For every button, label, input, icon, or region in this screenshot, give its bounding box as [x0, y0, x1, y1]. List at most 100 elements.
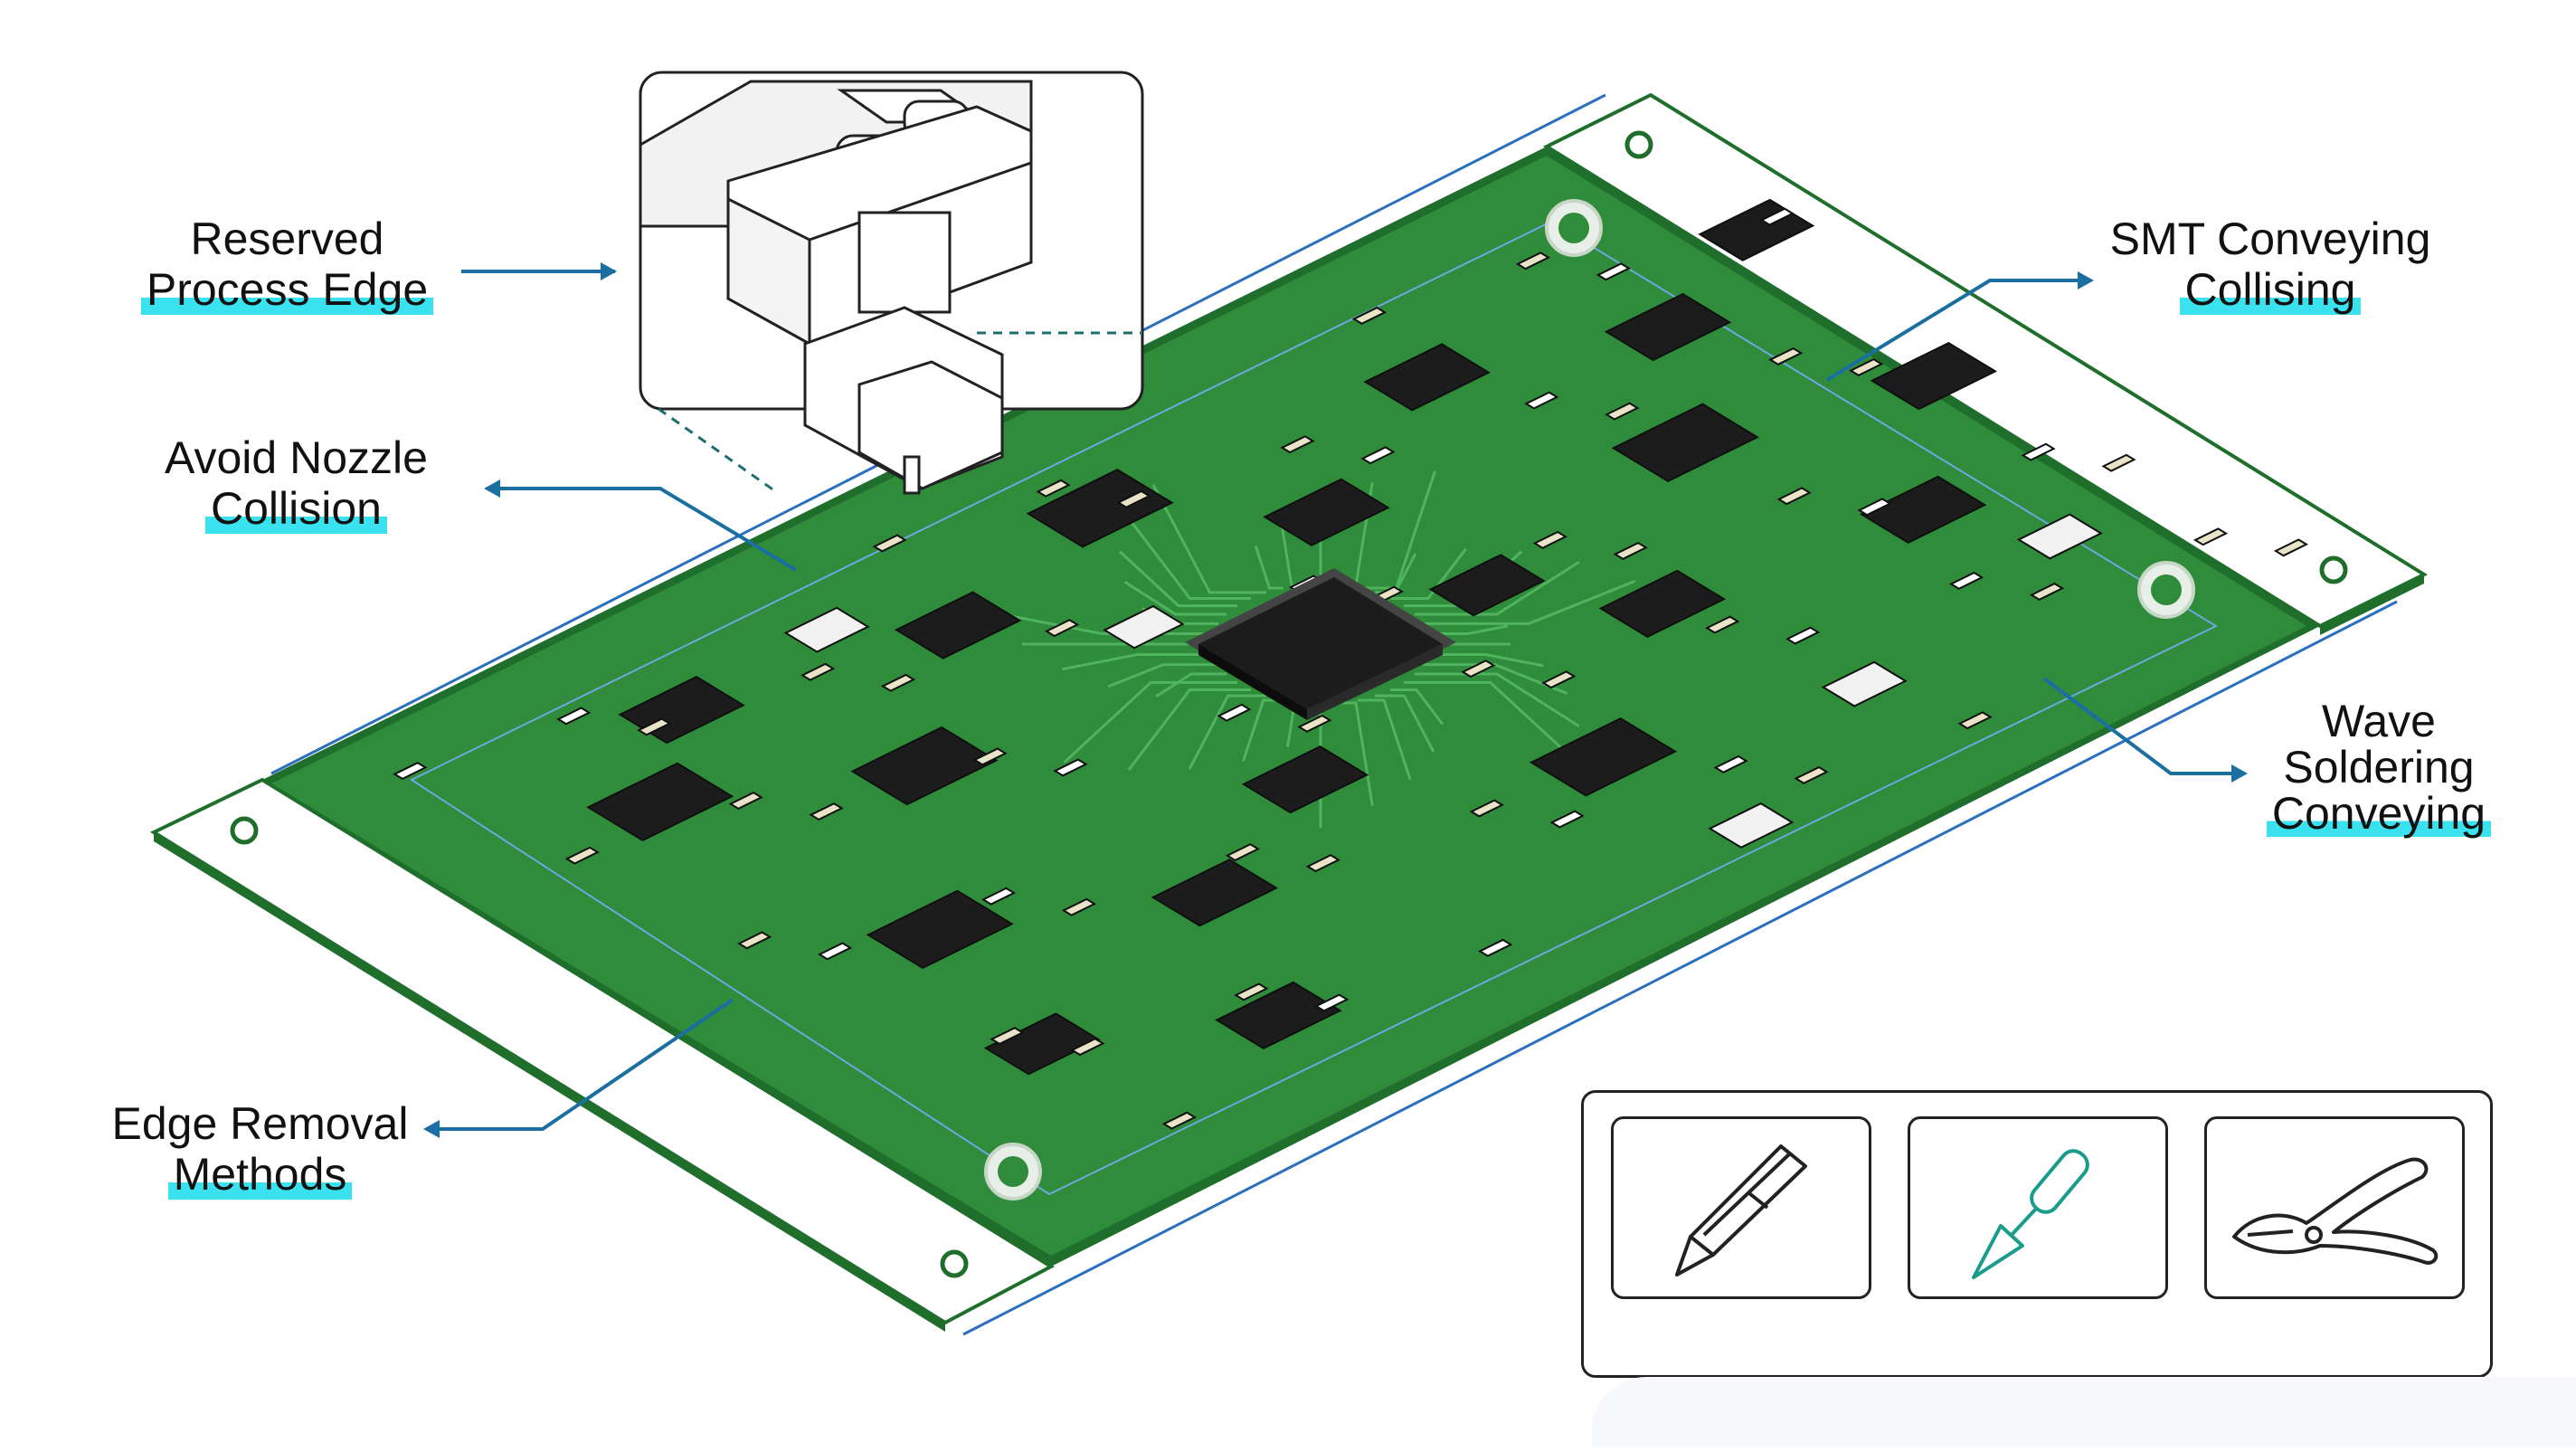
ic-chip-13 — [1598, 569, 1727, 638]
passive-35-top — [1776, 487, 1812, 506]
ic-chip-13-top — [1598, 569, 1727, 638]
passive-18-top — [1549, 810, 1585, 829]
ic-chip-2-top — [850, 726, 999, 806]
passive-30-top — [556, 707, 592, 726]
copper-traces — [990, 470, 1636, 829]
passive-17-top — [1305, 854, 1340, 873]
passive-26 — [1541, 670, 1577, 689]
passive-7 — [2101, 453, 2136, 472]
passive-58 — [2192, 527, 2229, 546]
passive-14 — [1849, 358, 1884, 376]
passive-50 — [1515, 251, 1551, 270]
screwdriver-icon — [1972, 1149, 2089, 1279]
passive-32 — [1044, 619, 1080, 638]
passive-45-top — [980, 887, 1017, 906]
passive-20 — [1351, 306, 1387, 325]
passive-51 — [1759, 207, 1795, 226]
passive-48-top — [1713, 754, 1748, 773]
passive-9-top — [1314, 993, 1350, 1012]
passive-47-top — [1469, 799, 1504, 818]
capacitor-2-top — [1821, 660, 1908, 707]
passive-52 — [728, 792, 763, 810]
passive-43 — [1768, 346, 1804, 365]
ic-chip-5-top — [1263, 478, 1390, 546]
passive-13 — [1605, 402, 1640, 421]
passive-32-top — [1044, 619, 1080, 638]
board-inner-outline — [409, 220, 2219, 1196]
passive-38-top — [1234, 982, 1269, 1001]
passive-0 — [393, 762, 428, 781]
label-edge-removal-methods: Edge Removal Methods — [111, 1098, 409, 1200]
passive-47 — [1469, 799, 1504, 818]
capacitor-4 — [1708, 802, 1795, 849]
capacitor-1-top — [1103, 604, 1185, 650]
trace-17 — [1062, 652, 1214, 671]
ic-chip-2 — [850, 726, 999, 806]
trace-15 — [1155, 672, 1227, 698]
passive-46 — [1225, 843, 1261, 862]
passive-6 — [1857, 498, 1892, 517]
edge-removal-tools-panel — [1581, 1090, 2493, 1378]
passive-23 — [809, 802, 844, 821]
board-components — [393, 198, 2309, 1130]
passive-39 — [1478, 938, 1513, 957]
passive-28-top — [2029, 582, 2065, 601]
corner-background — [1592, 1377, 2576, 1447]
ic-chip-0-top — [586, 762, 734, 842]
passive-55-top — [1461, 660, 1496, 679]
capacitor-3 — [2016, 513, 2103, 560]
trace-34 — [1422, 580, 1636, 625]
trace-25 — [1254, 545, 1283, 590]
trace-5 — [1390, 688, 1444, 726]
passive-42 — [1524, 391, 1559, 410]
ic-chip-19 — [983, 1012, 1101, 1076]
passive-5 — [1613, 541, 1648, 560]
passive-40 — [1036, 479, 1071, 498]
passive-13-top — [1605, 402, 1640, 421]
passive-18 — [1549, 810, 1585, 829]
tool-box-knife — [1611, 1116, 1871, 1299]
passive-53 — [972, 747, 1008, 766]
passive-24 — [1053, 758, 1088, 777]
passive-40-top — [1036, 479, 1071, 498]
passive-36-top — [2021, 442, 2056, 461]
passive-46-top — [1225, 843, 1261, 862]
passive-38 — [1234, 982, 1269, 1001]
ic-chip-6 — [1363, 343, 1491, 412]
passive-21 — [1596, 262, 1631, 281]
ic-chip-14-top — [1859, 475, 1987, 544]
passive-41 — [1280, 435, 1315, 454]
arrow-smt-conveying — [1825, 279, 2085, 382]
trace-12 — [1188, 694, 1266, 770]
ic-chip-18 — [1215, 981, 1342, 1049]
passive-22-top — [564, 846, 600, 865]
capacitor-1 — [1103, 604, 1185, 650]
passive-0-top — [393, 762, 428, 781]
ic-chip-19-top — [983, 1012, 1101, 1076]
trace-22 — [1118, 550, 1238, 608]
passive-54-top — [1217, 703, 1252, 722]
passive-59-top — [1161, 1111, 1197, 1130]
ic-chip-9-top — [866, 889, 1014, 970]
passive-55 — [1461, 660, 1496, 679]
ic-chip-15-top — [1870, 342, 1998, 411]
passive-50-top — [1515, 251, 1551, 270]
label-smt-conveying: SMT Conveying Collising — [2109, 214, 2431, 315]
ic-chip-15 — [1870, 342, 1998, 411]
passive-22 — [564, 846, 600, 865]
passive-2-top — [881, 673, 916, 692]
trace-2 — [1422, 663, 1568, 695]
passive-57-top — [1949, 571, 1984, 590]
ic-chip-11 — [1241, 745, 1369, 814]
arrow-avoid-nozzle — [493, 487, 798, 572]
ic-chip-3-top — [894, 591, 1022, 660]
annotation-arrows — [432, 270, 2239, 1131]
passive-16 — [1061, 897, 1097, 916]
ic-chip-12 — [1529, 717, 1678, 797]
passive-29-top — [2273, 538, 2309, 557]
passive-16-top — [1061, 897, 1097, 916]
passive-15 — [817, 942, 853, 961]
ic-chip-8 — [1604, 292, 1732, 362]
trace-6 — [1375, 694, 1435, 753]
